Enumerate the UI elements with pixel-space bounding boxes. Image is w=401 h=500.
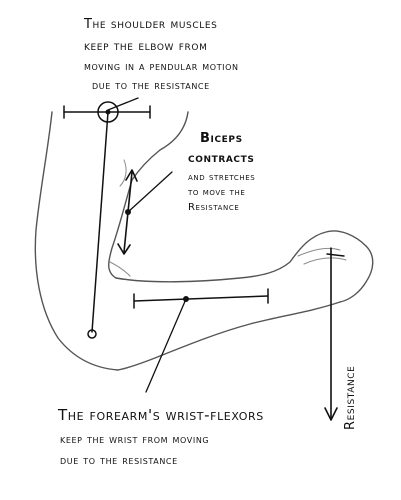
- forearm-outline-bottom: [117, 301, 341, 371]
- biceps-arrow-head-down: [117, 243, 131, 255]
- resistance-hand-mark: [326, 253, 345, 257]
- biceps-shading: [109, 159, 131, 277]
- forearm-bar-line: [133, 295, 269, 302]
- biceps-text-title-1: Biceps: [200, 131, 243, 146]
- arm-sketch: [34, 111, 374, 371]
- resistance-arrow: Resistance: [324, 247, 358, 430]
- upper-arm-outline-back: [131, 111, 189, 181]
- forearm-bar: [133, 288, 269, 393]
- upper-arm-outline-top: [34, 111, 119, 371]
- upper-arm-axis-line: [91, 111, 109, 333]
- biceps-text-body-3: Resistance: [188, 202, 239, 213]
- resistance-label: Resistance: [343, 366, 358, 430]
- biceps-text-body-1: and stretches: [188, 172, 255, 183]
- forearm-text-line-2: keep the wrist from moving: [60, 432, 209, 446]
- shoulder-pivot: [63, 97, 151, 339]
- shoulder-text-line-1: The shoulder muscles: [83, 17, 217, 32]
- forearm-text-line-3: due to the resistance: [60, 453, 178, 467]
- resistance-arrow-head: [324, 407, 338, 421]
- biceps-arrow-head-up: [125, 169, 138, 182]
- shoulder-text-line-4: due to the resistance: [92, 78, 210, 92]
- biceps-arrow: [117, 169, 173, 255]
- biceps-annotation: Biceps contracts and stretches to move t…: [187, 131, 255, 213]
- shoulder-text-line-3: moving in a pendular motion: [84, 59, 239, 73]
- shoulder-annotation: The shoulder muscles keep the elbow from…: [83, 17, 239, 92]
- biceps-leader-line: [127, 171, 173, 213]
- biceps-text-title-2: contracts: [188, 151, 254, 166]
- hand-outline: [339, 245, 374, 303]
- forearm-text-line-1: The forearm's wrist-flexors: [57, 406, 264, 424]
- forearm-annotation: The forearm's wrist-flexors keep the wri…: [57, 406, 264, 467]
- forearm-leader-line: [145, 298, 187, 393]
- finger-lines: [297, 247, 347, 265]
- biceps-text-body-2: to move the: [187, 187, 245, 198]
- biceps-outline: [108, 179, 133, 279]
- shoulder-text-line-2: keep the elbow from: [84, 39, 207, 54]
- elbow-marker: [87, 329, 97, 339]
- shoulder-leader-line: [107, 97, 139, 111]
- forearm-outline-top: [115, 230, 367, 283]
